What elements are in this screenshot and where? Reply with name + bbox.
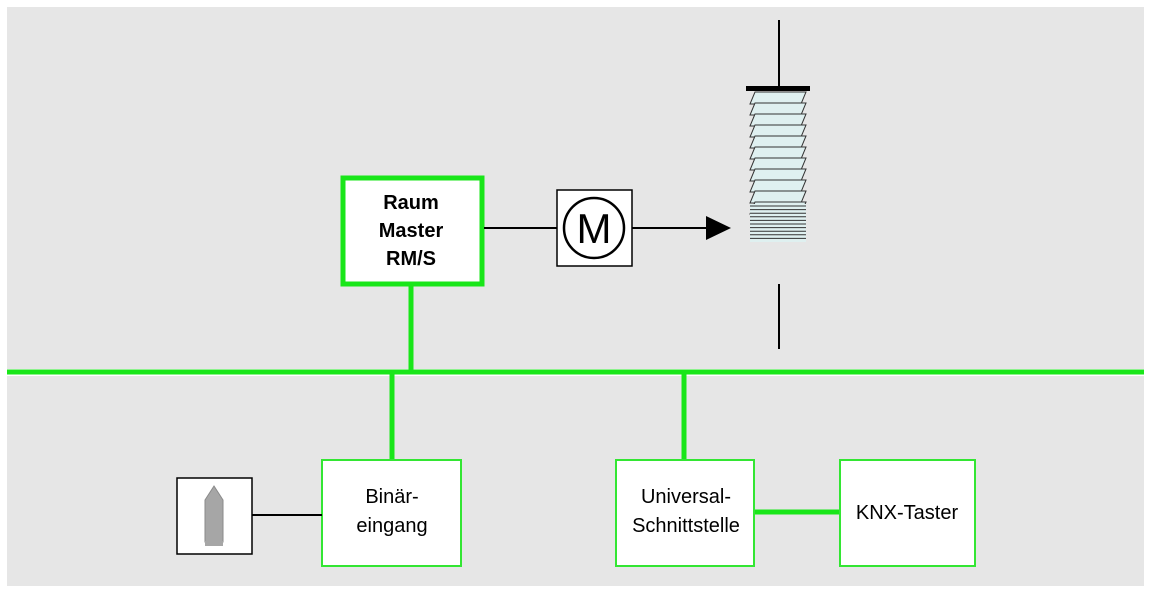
blind-slat — [749, 91, 807, 105]
venetian-blind-icon — [746, 20, 810, 349]
blind-slat — [749, 168, 807, 182]
blind-slat — [749, 124, 807, 138]
blind-slat — [749, 179, 807, 193]
room-master-label-line3: RM/S — [386, 248, 436, 270]
room-master-box[interactable] — [340, 175, 485, 287]
universal-interface-label-line1: Universal- — [641, 486, 731, 508]
motor-icon — [562, 196, 626, 260]
binary-input-label-line1: Binär- — [365, 486, 418, 508]
upper-panel — [7, 7, 1144, 369]
contact-sensor-base — [205, 541, 223, 546]
binary-input-label-line2: eingang — [356, 515, 427, 537]
room-master-label-line2: Master — [379, 220, 444, 242]
universal-interface-device[interactable]: Universal- Schnittstelle — [615, 459, 755, 567]
room-master-label-line1: Raum — [383, 192, 439, 214]
knx-button-device[interactable]: KNX-Taster — [839, 459, 976, 567]
knx-button-box[interactable] — [839, 459, 976, 567]
motor-symbol: M — [577, 205, 612, 252]
binary-input-box[interactable] — [321, 459, 462, 567]
universal-interface-label-line2: Schnittstelle — [632, 515, 740, 537]
blind-slat — [749, 190, 807, 204]
contact-sensor-device[interactable] — [176, 477, 253, 555]
binary-input-device[interactable]: Binär- eingang — [321, 459, 462, 567]
blind-slat — [749, 157, 807, 171]
blind-slat — [749, 113, 807, 127]
blind-slat — [749, 135, 807, 149]
room-master-device[interactable]: Raum Master RM/S — [340, 175, 485, 287]
blind-slat — [749, 146, 807, 160]
blind-stack-fill — [750, 204, 806, 242]
knx-button-label: KNX-Taster — [856, 502, 959, 524]
arrow-head-icon — [706, 216, 731, 240]
universal-interface-box[interactable] — [615, 459, 755, 567]
motor-device[interactable]: M — [556, 189, 633, 267]
blind-slat — [749, 102, 807, 116]
